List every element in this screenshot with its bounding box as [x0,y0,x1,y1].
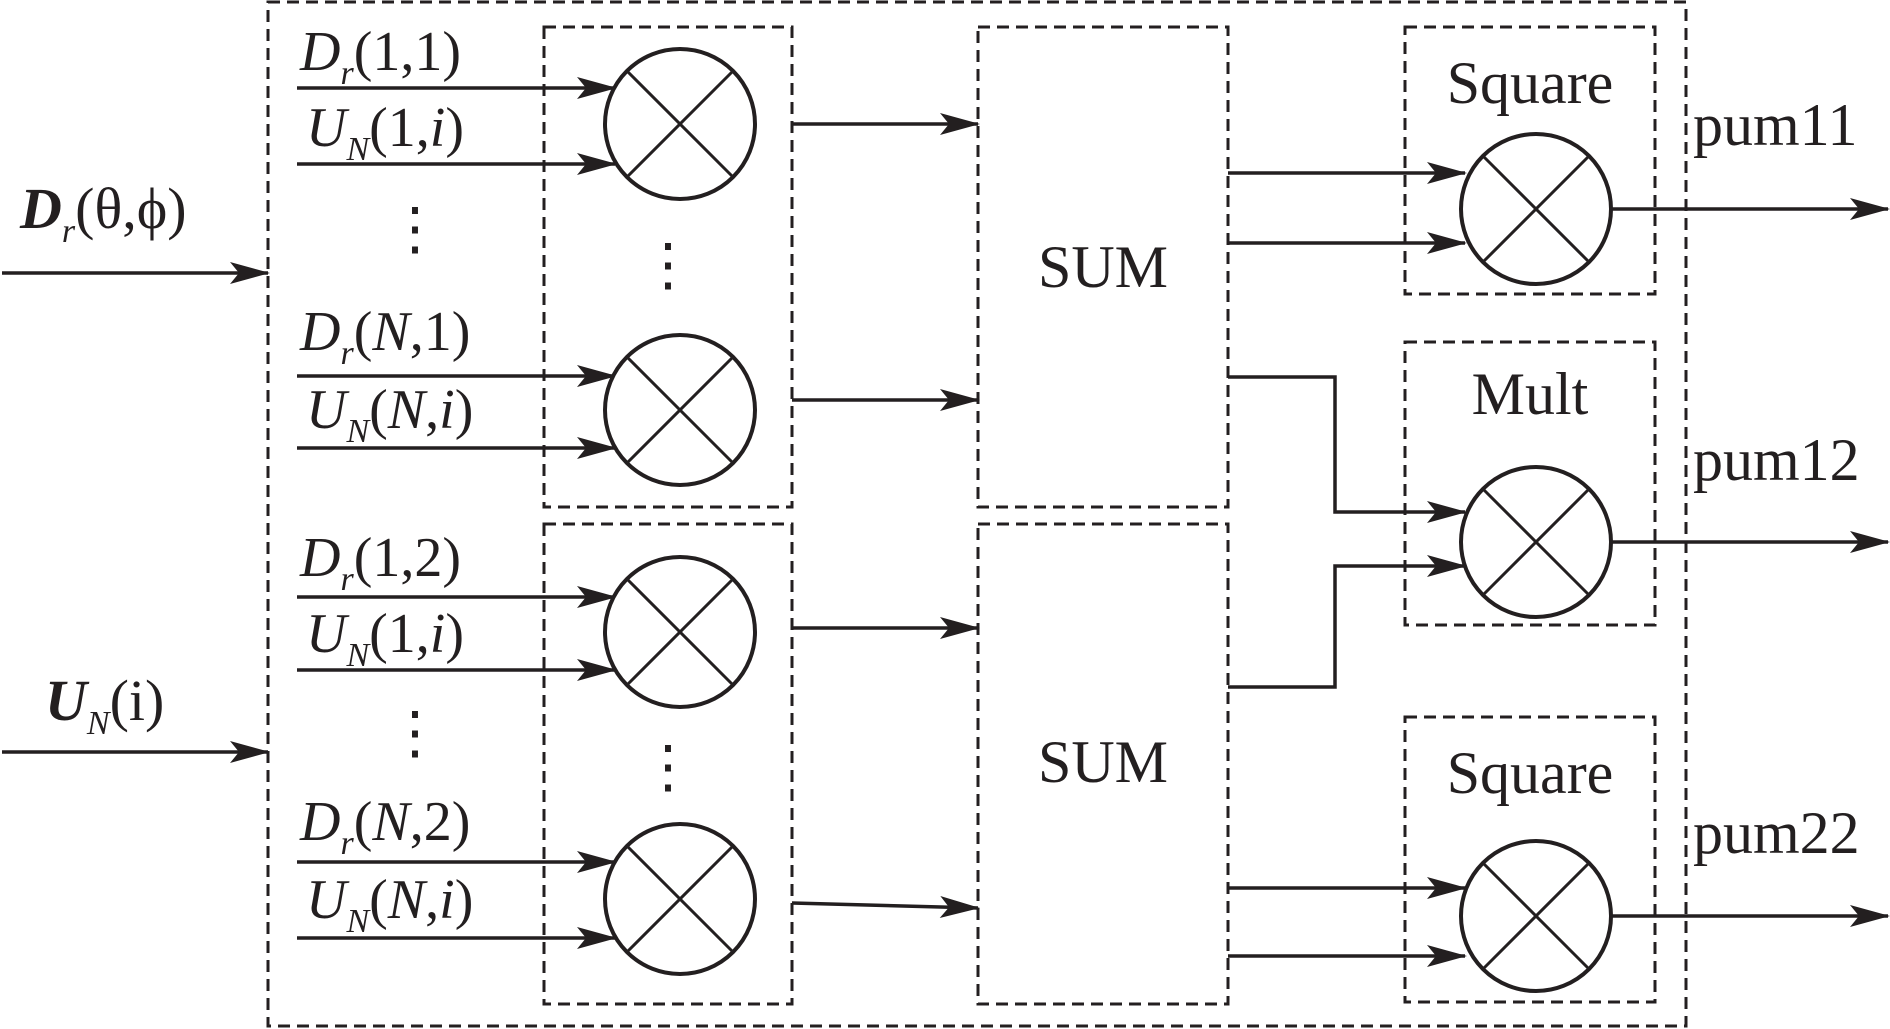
multiplier-circle [1459,465,1613,619]
square-label-top: Square [1447,50,1614,116]
input-label: UN(N,i) [306,869,473,940]
input-label: Dr(N,1) [299,301,470,372]
square-block-top [1403,25,1657,296]
input-label: Dr(1,1) [299,21,461,92]
output-label-pum11: pum11 [1693,92,1857,158]
ellipsis: ⋮ [639,734,697,799]
sum-label-bottom: SUM [1038,729,1168,795]
sum-block-bottom [976,522,1230,1006]
multiplier-group-2 [542,522,794,1006]
multiplier-circle [1459,132,1613,286]
mult-block [1403,340,1657,627]
output-label-pum22: pum22 [1693,800,1860,866]
multiplier-circle [1459,839,1613,993]
square-label-bottom: Square [1447,740,1614,806]
input-label: UN(N,i) [306,379,473,450]
multiplier-circle [603,333,757,487]
ellipsis: ⋮ [386,700,444,765]
mult-label: Mult [1472,361,1589,427]
input-label: UN(1,i) [306,603,464,674]
sum-output-wires [1228,162,1467,967]
sum-block-top [976,25,1230,509]
input-label: Dr(N,2) [299,791,470,862]
ellipsis: ⋮ [639,232,697,297]
input-label: UN(1,i) [306,97,464,168]
sum-label-top: SUM [1038,234,1168,300]
input-label-un: UN(i) [45,668,164,742]
square-block-bottom [1403,715,1657,1004]
input-label-dr: Dr(θ,ϕ) [19,176,187,250]
multiplier-input-arrows [297,77,617,949]
system-boundary [266,0,1688,1028]
output-label-pum12: pum12 [1693,427,1860,493]
output-arrows [1612,198,1890,927]
multiplier-circle [603,555,757,709]
multiplier-group-1 [542,25,794,509]
multiplier-circle [603,822,757,976]
ellipsis: ⋮ [386,196,444,261]
input-label: Dr(1,2) [299,527,461,598]
multiplier-output-arrows [791,113,980,918]
multiplier-circle [603,47,757,201]
